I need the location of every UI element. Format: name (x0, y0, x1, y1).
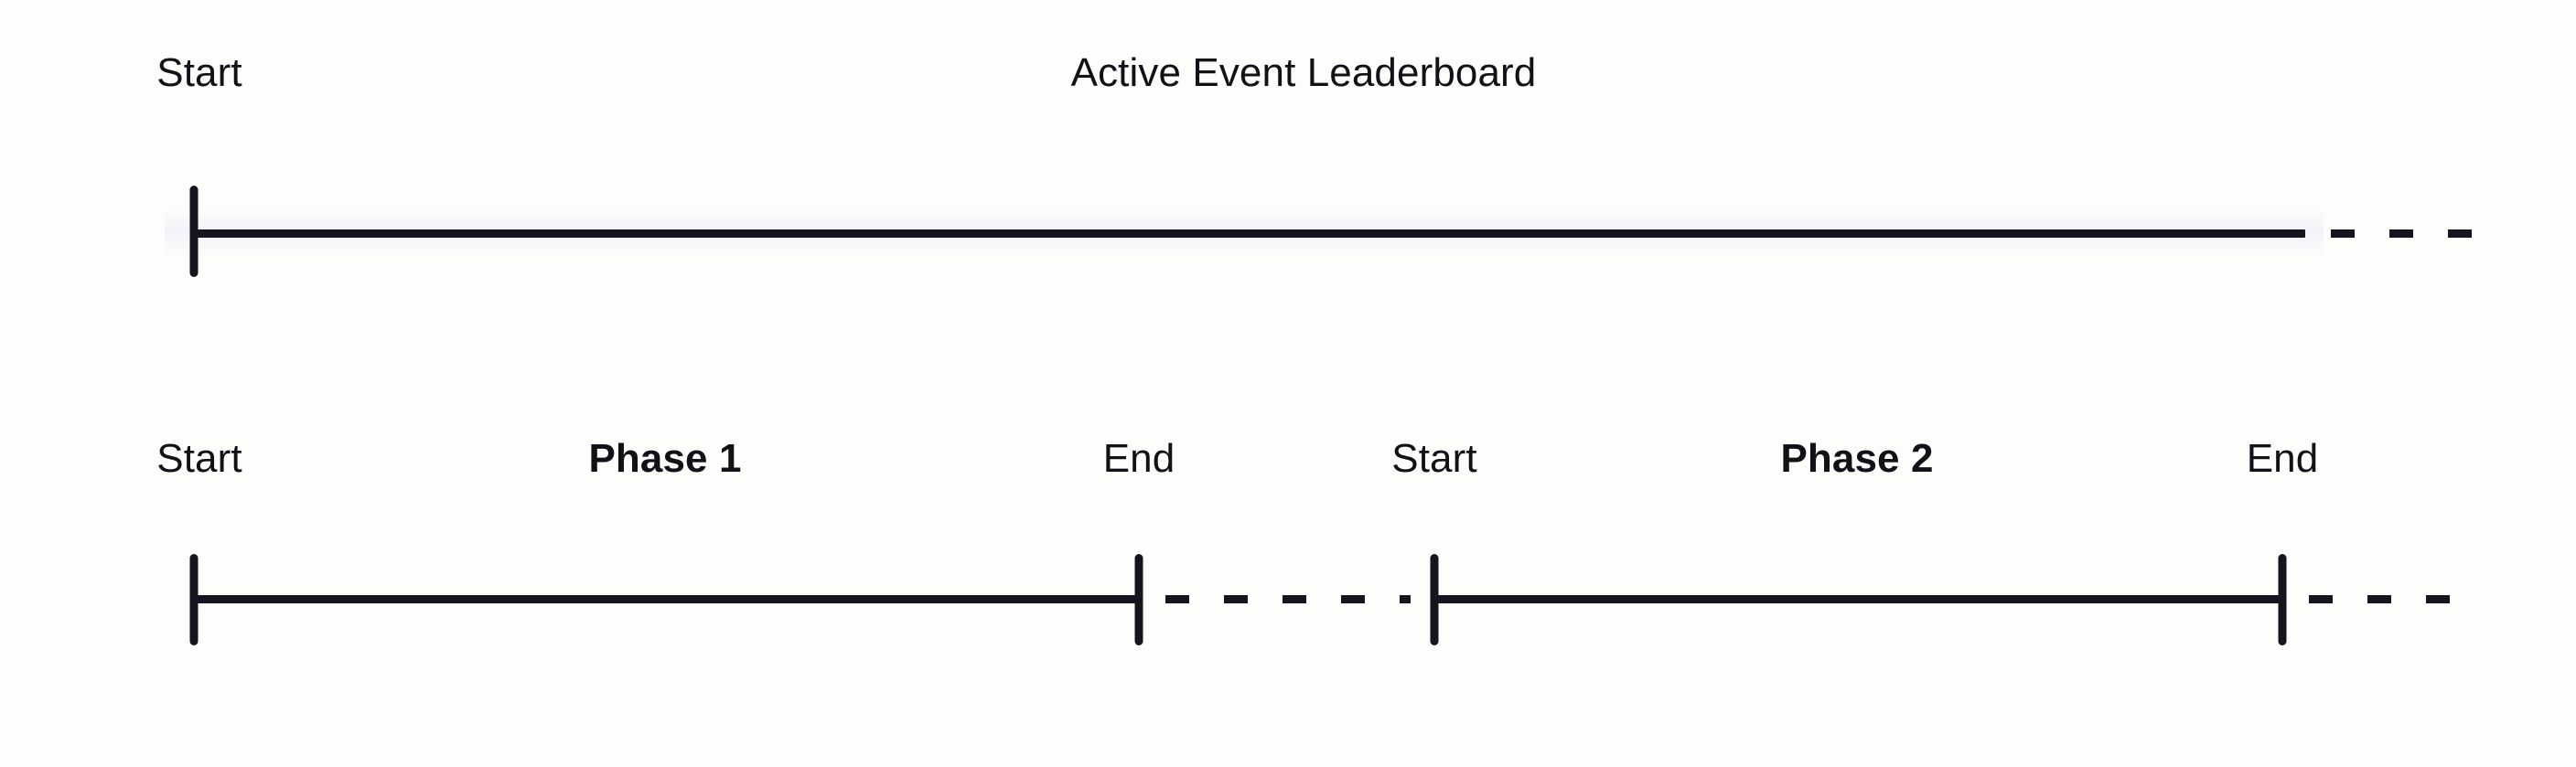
timeline-phases-end-label-1: End (1102, 436, 1175, 481)
timeline-phase2-start-tick[interactable] (1430, 554, 1439, 645)
timeline-phases-start-label-2: Start (1391, 436, 1477, 481)
timeline-active-event: Start Active Event Leaderboard (156, 50, 2485, 277)
timeline-active-start-label: Start (156, 50, 242, 95)
timeline-phases-phase-label-1: Phase 1 (588, 436, 742, 481)
timeline-phase2-trailing-dashed-segment (2309, 595, 2485, 603)
timeline-phase1-end-tick[interactable] (1134, 554, 1143, 645)
timeline-phase2-end-tick[interactable] (2278, 554, 2287, 645)
timeline-active-solid-segment (194, 229, 2305, 238)
timeline-phases-start-label-1: Start (156, 436, 242, 481)
timeline-active-dashed-segment (2331, 229, 2485, 238)
timeline-phase1-start-tick[interactable] (189, 554, 199, 645)
timeline-phases-end-label-2: End (2246, 436, 2319, 481)
timeline-phase1-solid-segment (194, 595, 1139, 603)
timeline-phases-phase-label-2: Phase 2 (1780, 436, 1934, 481)
timeline-active-title: Active Event Leaderboard (1070, 50, 1537, 95)
timeline-active-start-tick[interactable] (189, 186, 199, 277)
timeline-phase-gap-dashed-segment (1165, 595, 1411, 603)
timeline-phases: Start Phase 1 End Start Phase 2 End (0, 384, 2576, 767)
timeline-phase2-solid-segment (1434, 595, 2282, 603)
